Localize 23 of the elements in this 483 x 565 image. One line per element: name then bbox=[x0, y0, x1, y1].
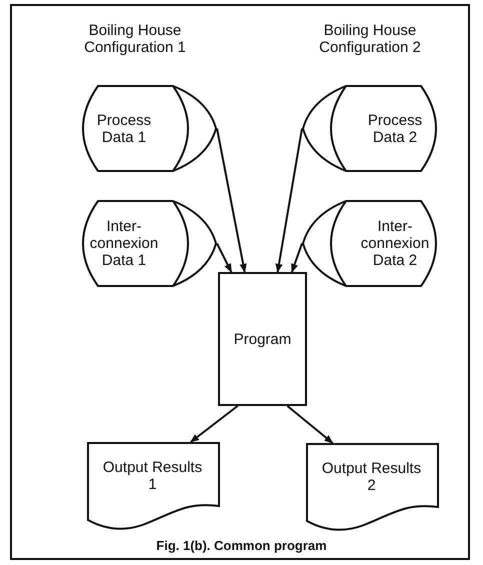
arrow bbox=[216, 243, 232, 273]
stored-data-shape bbox=[83, 85, 217, 172]
arrow bbox=[275, 128, 303, 273]
node-label: Process Data 2 bbox=[366, 112, 424, 146]
node-label: Output Results 2 bbox=[320, 460, 422, 494]
stored-data-shape bbox=[302, 200, 436, 287]
column-heading: Boiling House Configuration 1 bbox=[83, 22, 187, 56]
stored-data-shape bbox=[302, 85, 436, 172]
arrow bbox=[290, 243, 303, 273]
arrow bbox=[286, 405, 334, 444]
node-label: Program bbox=[232, 330, 292, 348]
stored-data-shape bbox=[83, 200, 217, 287]
document-shape bbox=[306, 443, 439, 533]
figure-caption: Fig. 1(b). Common program bbox=[155, 538, 328, 553]
arrow bbox=[190, 405, 238, 443]
node-label: Process Data 1 bbox=[96, 112, 152, 146]
node-label: Inter- connexion Data 2 bbox=[360, 218, 430, 269]
document-shape bbox=[87, 442, 220, 532]
node-label: Output Results 1 bbox=[102, 459, 204, 493]
process-box bbox=[218, 272, 307, 406]
column-heading: Boiling House Configuration 2 bbox=[318, 22, 422, 56]
node-label: Inter- connexion Data 1 bbox=[88, 218, 160, 269]
arrow bbox=[216, 128, 247, 273]
